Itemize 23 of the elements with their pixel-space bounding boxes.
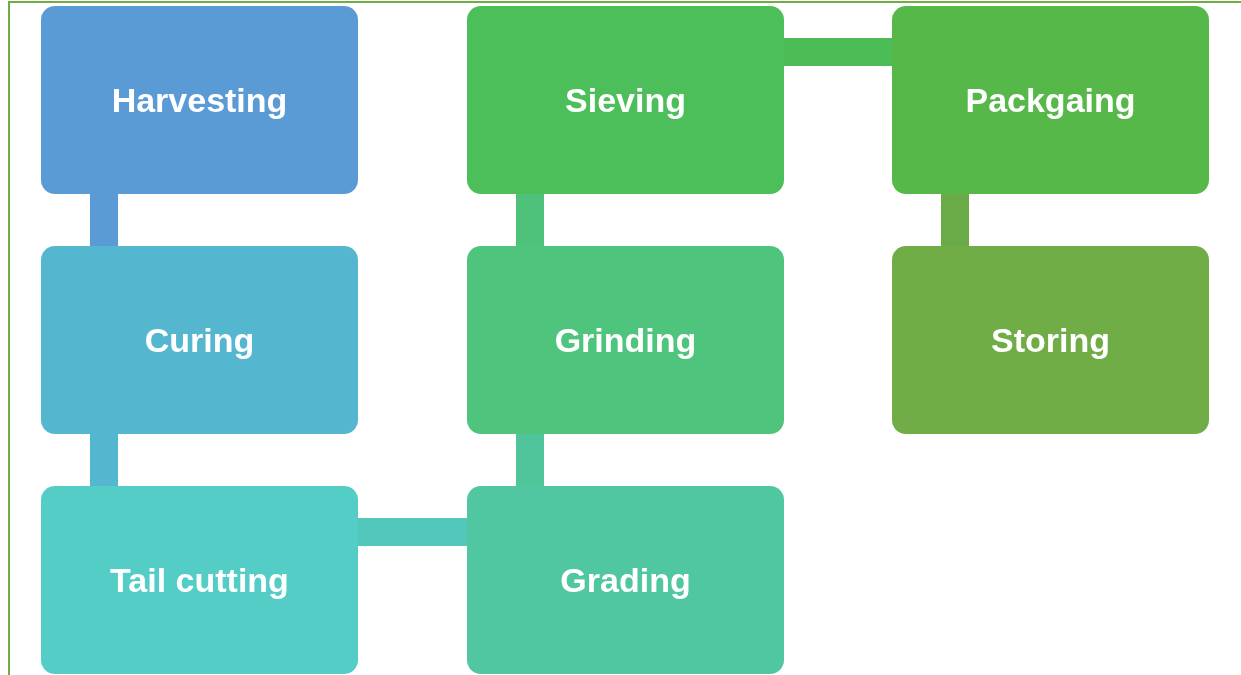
step-label: Sieving xyxy=(565,80,686,120)
step-label: Storing xyxy=(991,320,1110,360)
connector-bar xyxy=(516,434,544,486)
connector-bar xyxy=(516,194,544,246)
connector-bar xyxy=(941,194,969,246)
step-label: Harvesting xyxy=(111,80,288,120)
step-label: Packgaing xyxy=(965,80,1136,120)
process-box xyxy=(892,6,1209,194)
connector-bar xyxy=(784,38,892,66)
process-box xyxy=(41,6,358,194)
process-box xyxy=(41,486,358,674)
connector-bar xyxy=(90,434,118,486)
connector-bar xyxy=(358,518,467,546)
step-label: Grinding xyxy=(554,320,697,360)
process-box xyxy=(467,486,784,674)
process-box xyxy=(467,6,784,194)
step-label: Grading xyxy=(560,560,691,600)
process-box xyxy=(41,246,358,434)
step-label: Curing xyxy=(144,320,255,360)
process-box xyxy=(892,246,1209,434)
step-label: Tail cutting xyxy=(110,560,289,600)
connector-bar xyxy=(90,194,118,246)
process-box xyxy=(467,246,784,434)
